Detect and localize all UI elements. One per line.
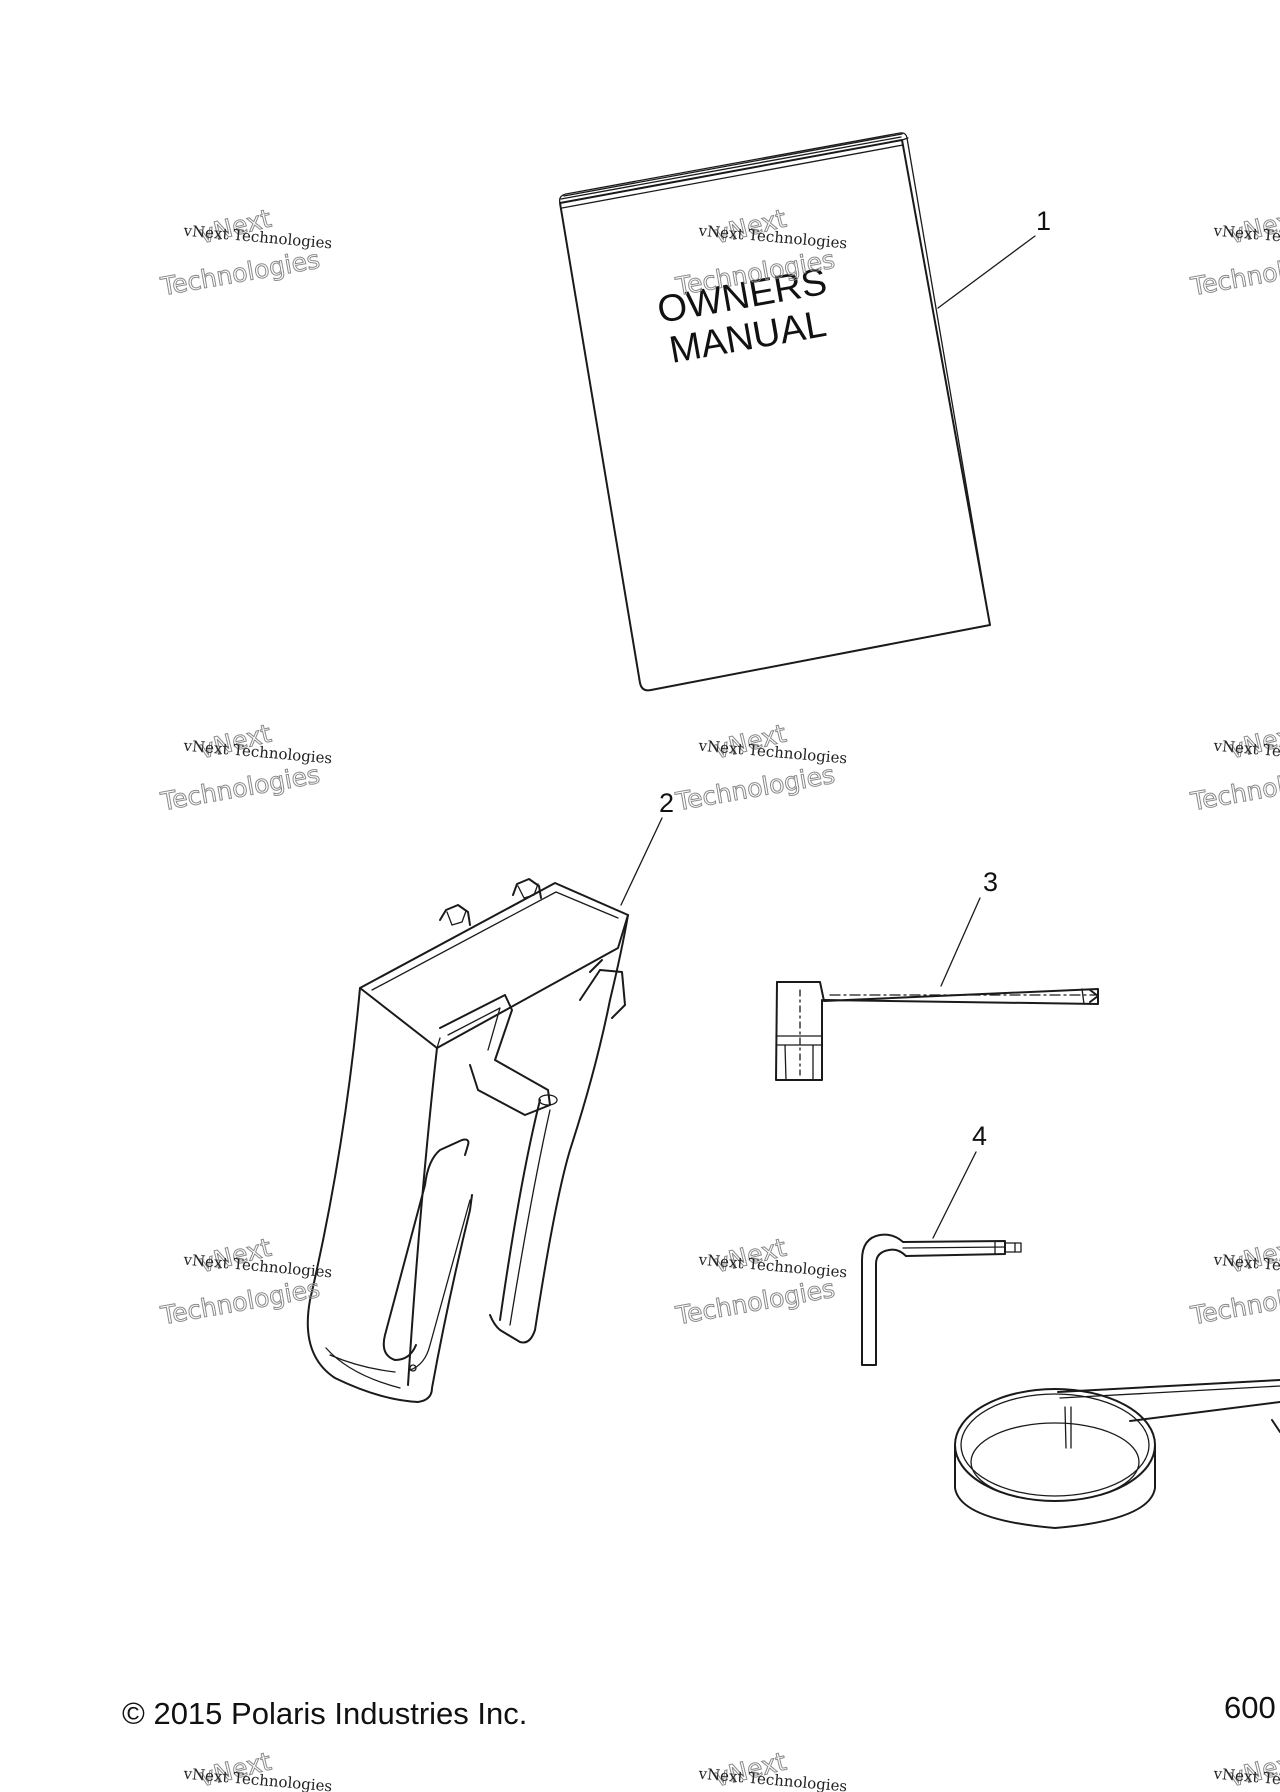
watermark-tile-9: vNext vNext Technologies Technologies xyxy=(1187,1232,1280,1331)
callout-1: 1 xyxy=(1036,206,1051,236)
storage-holder-drawing xyxy=(306,878,629,1403)
callout-2: 2 xyxy=(659,788,674,818)
watermark-small-text: vNext Technologies xyxy=(1212,736,1280,767)
watermark-tile-7: vNext vNext Technologies Technologies xyxy=(157,1232,333,1331)
watermark-large-text: Technologies xyxy=(673,1274,837,1331)
watermark-large-text: Technologies xyxy=(673,760,837,817)
watermark-tile-3: vNext vNext Technologies Technologies xyxy=(1187,203,1280,302)
callout-4: 4 xyxy=(972,1121,987,1151)
watermark-large-text: Technologies xyxy=(158,760,322,817)
watermark-tile-12: vNext vNext Technologies Technologies xyxy=(1187,1746,1280,1792)
watermark-tile-10: vNext vNext Technologies Technologies xyxy=(157,1746,333,1792)
watermark-large-text: Technologies xyxy=(158,1274,322,1331)
copyright-notice: © 2015 Polaris Industries Inc. xyxy=(122,1696,528,1731)
watermark-tile-6: vNext vNext Technologies Technologies xyxy=(1187,718,1280,817)
watermark-tile-4: vNext vNext Technologies Technologies xyxy=(157,718,333,817)
tape-roll-drawing xyxy=(954,1379,1280,1529)
watermark-large-text: Technologies xyxy=(1188,1274,1280,1331)
watermark-tile-1: vNext vNext Technologies Technologies xyxy=(157,203,333,302)
page-number: 600 xyxy=(1224,1690,1276,1725)
spark-plug-wrench-drawing xyxy=(775,981,1099,1081)
watermark-large-text: Technologies xyxy=(158,245,322,302)
watermark-large-text: Technologies xyxy=(1188,245,1280,302)
watermark-small-text: vNext Technologies xyxy=(1212,1250,1280,1281)
watermark-tile-11: vNext vNext Technologies Technologies xyxy=(672,1746,848,1792)
hex-key-drawing xyxy=(861,1233,1022,1366)
watermark-tile-5: vNext vNext Technologies Technologies xyxy=(672,718,848,817)
callout-3: 3 xyxy=(983,867,998,897)
watermark-tile-8: vNext vNext Technologies Technologies xyxy=(672,1232,848,1331)
watermark-large-text: Technologies xyxy=(1188,760,1280,817)
callouts: 1 2 3 4 xyxy=(620,206,1051,1239)
watermark-small-text: vNext Technologies xyxy=(1212,221,1280,252)
